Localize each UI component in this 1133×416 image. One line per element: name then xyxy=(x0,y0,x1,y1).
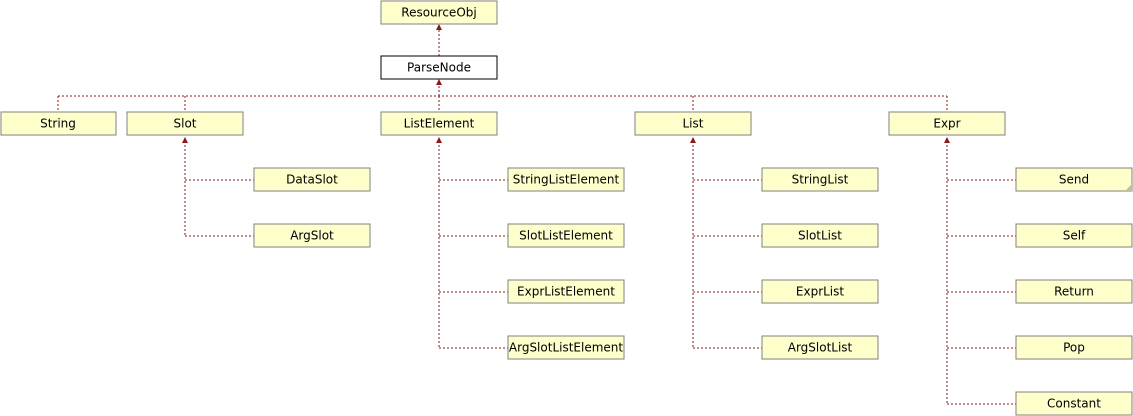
arrow-icon xyxy=(436,137,442,143)
node-slotlist[interactable]: SlotList xyxy=(761,223,879,248)
arrow-icon xyxy=(436,79,442,85)
node-self[interactable]: Self xyxy=(1015,223,1133,248)
fold-corner-icon xyxy=(1125,184,1132,191)
node-exprlist[interactable]: ExprList xyxy=(761,279,879,304)
node-parsenode: ParseNode xyxy=(380,55,498,80)
arrow-icon xyxy=(690,137,696,143)
node-slot[interactable]: Slot xyxy=(126,111,244,136)
node-string[interactable]: String xyxy=(0,111,117,136)
node-list[interactable]: List xyxy=(634,111,752,136)
node-send[interactable]: Send xyxy=(1015,167,1133,192)
node-resourceobj[interactable]: ResourceObj xyxy=(380,0,498,25)
node-dataslot[interactable]: DataSlot xyxy=(253,167,371,192)
node-pop[interactable]: Pop xyxy=(1015,335,1133,360)
node-argslot[interactable]: ArgSlot xyxy=(253,223,371,248)
node-argslotlistelement[interactable]: ArgSlotListElement xyxy=(507,335,625,360)
node-constant[interactable]: Constant xyxy=(1015,391,1133,416)
node-argslotlist[interactable]: ArgSlotList xyxy=(761,335,879,360)
node-return[interactable]: Return xyxy=(1015,279,1133,304)
node-expr[interactable]: Expr xyxy=(888,111,1006,136)
node-slotlistelement[interactable]: SlotListElement xyxy=(507,223,625,248)
node-exprlistelement[interactable]: ExprListElement xyxy=(507,279,625,304)
node-listelement[interactable]: ListElement xyxy=(380,111,498,136)
inheritance-edges xyxy=(57,24,1016,405)
node-stringlistelement[interactable]: StringListElement xyxy=(507,167,625,192)
arrow-icon xyxy=(944,137,950,143)
node-stringlist[interactable]: StringList xyxy=(761,167,879,192)
arrow-icon xyxy=(436,24,442,30)
arrow-icon xyxy=(182,137,188,143)
